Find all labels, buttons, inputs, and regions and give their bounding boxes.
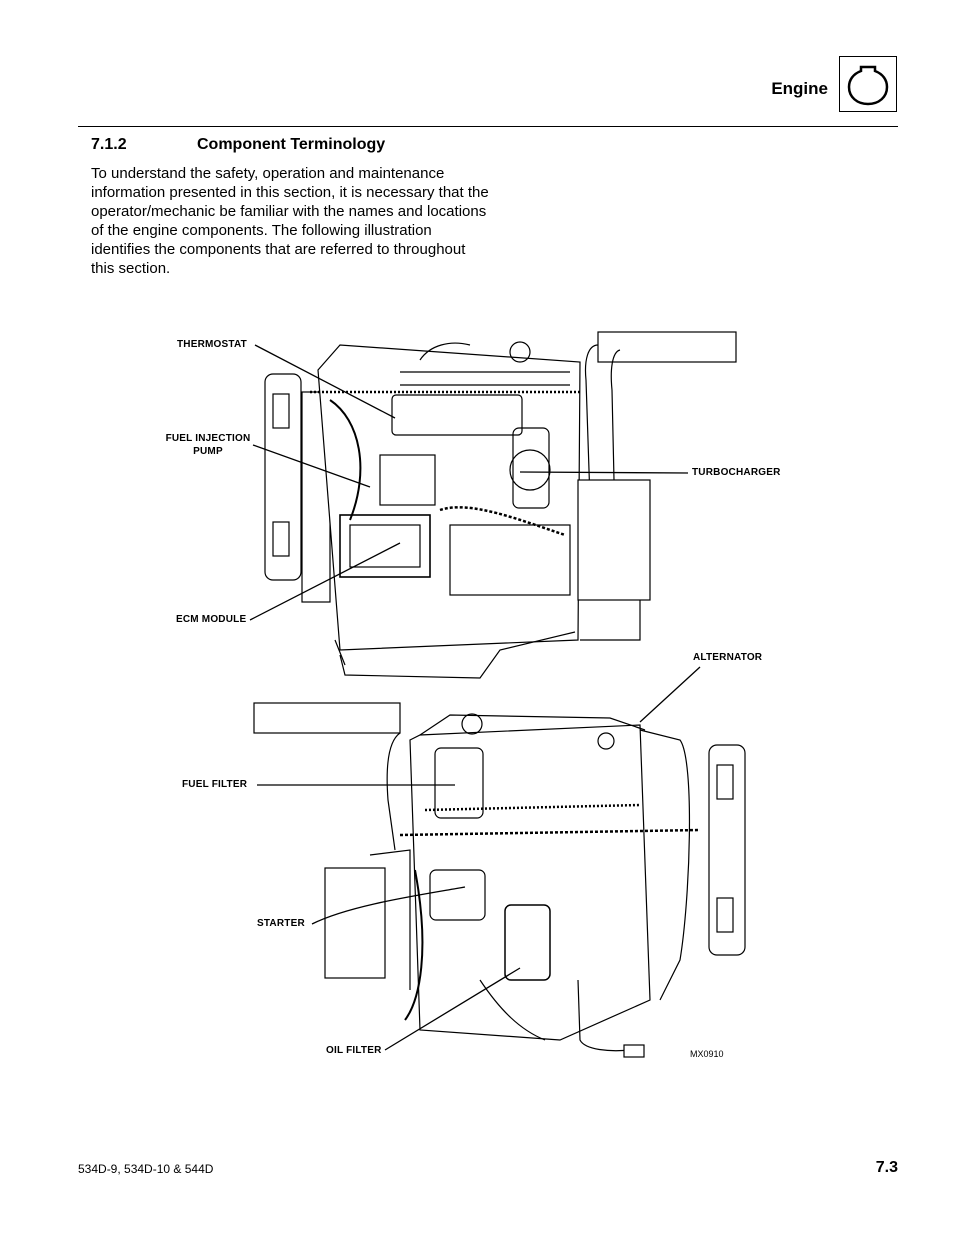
label-turbocharger: TURBOCHARGER (692, 467, 781, 478)
label-fuel-filter: FUEL FILTER (182, 779, 248, 790)
label-oil-filter: OIL FILTER (326, 1045, 382, 1056)
page-number: 7.3 (875, 1159, 898, 1176)
header-rule (78, 126, 898, 127)
label-starter: STARTER (257, 918, 305, 929)
label-fuel-injection-pump: FUEL INJECTION PUMP (165, 433, 251, 457)
section-number: 7.1.2 (91, 136, 127, 153)
engine-icon (839, 56, 897, 112)
label-ecm-module: ECM MODULE (176, 614, 247, 625)
section-title: Component Terminology (197, 136, 386, 153)
chapter-title: Engine (771, 79, 828, 98)
footer-models: 534D-9, 534D-10 & 544D (78, 1162, 214, 1176)
figure-id: MX0910 (690, 1049, 724, 1059)
engine-illustration (249, 331, 746, 1058)
label-alternator: ALTERNATOR (693, 652, 763, 663)
intro-paragraph: To understand the safety, operation and … (91, 165, 489, 277)
label-thermostat: THERMOSTAT (177, 339, 247, 350)
